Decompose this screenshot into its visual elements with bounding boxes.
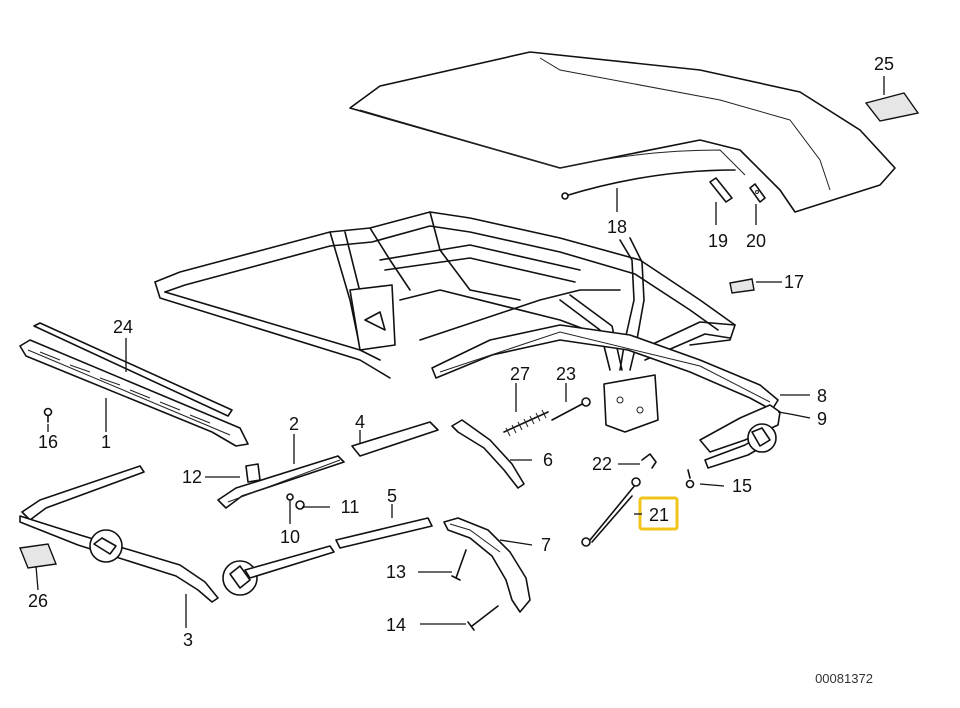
callout-15: 15 — [732, 476, 752, 496]
callout-13: 13 — [386, 562, 406, 582]
strip-5 — [335, 517, 433, 549]
callout-26: 26 — [28, 591, 48, 611]
strip-2 — [217, 455, 345, 509]
callout-24: 24 — [113, 317, 133, 337]
channel-6 — [451, 419, 525, 489]
callout-22: 22 — [592, 454, 612, 474]
screw-10 — [286, 493, 294, 501]
seal-strip-9 — [699, 404, 781, 469]
clip-12 — [245, 463, 261, 483]
callout-14: 14 — [386, 615, 406, 635]
pad-19 — [709, 177, 733, 203]
callout-4: 4 — [355, 412, 365, 432]
callout-18: 18 — [607, 217, 627, 237]
rail-3 — [19, 465, 335, 603]
callout-2: 2 — [289, 414, 299, 434]
pin-23 — [551, 397, 591, 421]
label-17 — [729, 278, 755, 294]
rail-1 — [19, 339, 249, 447]
callout-21: 21 — [649, 505, 669, 525]
callout-1: 1 — [101, 432, 111, 452]
callout-10: 10 — [280, 527, 300, 547]
strip-4 — [351, 421, 439, 457]
callout-6: 6 — [543, 450, 553, 470]
clip-20 — [749, 183, 766, 203]
callout-19: 19 — [708, 231, 728, 251]
bracket-7 — [443, 517, 531, 613]
leader-lines — [35, 76, 885, 628]
cover-pad-25 — [864, 92, 920, 122]
callout-16: 16 — [38, 432, 58, 452]
callout-5: 5 — [387, 486, 397, 506]
callout-23: 23 — [556, 364, 576, 384]
bolt-13 — [451, 549, 467, 581]
screw-16 — [43, 407, 53, 423]
spring-27 — [503, 409, 549, 437]
callout-8: 8 — [817, 386, 827, 406]
clip-22 — [641, 453, 657, 469]
bolt-14 — [467, 605, 499, 631]
callout-3: 3 — [183, 630, 193, 650]
callout-11: 11 — [341, 497, 360, 517]
gas-strut-21 — [581, 477, 641, 547]
callout-20: 20 — [746, 231, 766, 251]
top-frame — [154, 211, 736, 433]
pad-26 — [19, 543, 57, 569]
callout-12: 12 — [182, 467, 202, 487]
reference-code: 00081372 — [815, 671, 873, 686]
callout-9: 9 — [817, 409, 827, 429]
callout-17: 17 — [784, 272, 804, 292]
rail-24 — [33, 322, 233, 417]
callout-25: 25 — [874, 54, 894, 74]
callout-7: 7 — [541, 535, 551, 555]
convertible-top-cover — [349, 51, 896, 213]
callout-27: 27 — [510, 364, 530, 384]
screw-11 — [295, 500, 305, 510]
screw-15 — [685, 469, 695, 489]
